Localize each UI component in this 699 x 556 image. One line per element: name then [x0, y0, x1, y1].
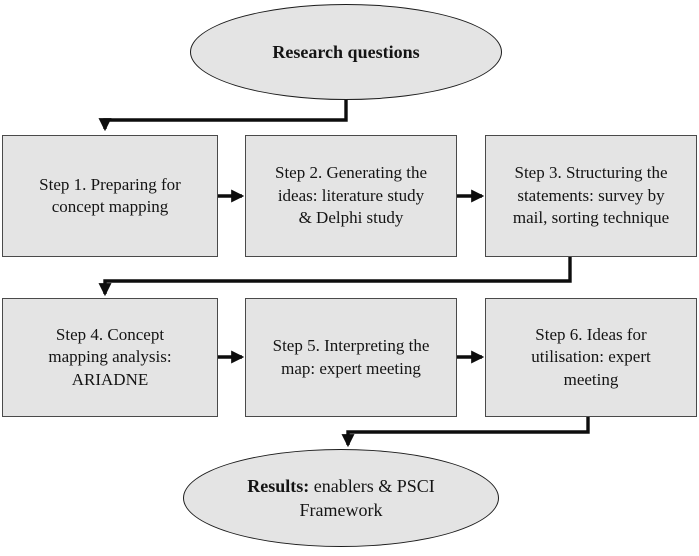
step-1-box: Step 1. Preparing for concept mapping — [2, 135, 218, 257]
step-5-box: Step 5. Interpreting the map: expert mee… — [245, 298, 457, 417]
connector-step3-to-step4 — [98, 256, 572, 297]
connector-step6-to-result — [341, 417, 590, 448]
result-node-label-rest: enablers & PSCI Framework — [299, 475, 435, 520]
step-1-label: Step 1. Preparing for concept mapping — [39, 174, 181, 216]
step-4-box: Step 4. Concept mapping analysis: ARIADN… — [2, 298, 218, 417]
result-node-label-bold: Results: — [247, 475, 310, 496]
result-node-label: Results: enablers & PSCI Framework — [233, 474, 449, 523]
connector-start-to-step1 — [98, 100, 348, 132]
step-5-label: Step 5. Interpreting the map: expert mee… — [272, 336, 430, 378]
step-3-label: Step 3. Structuring the statements: surv… — [512, 163, 670, 228]
step-6-label: Step 6. Ideas for utilisation: expert me… — [531, 324, 651, 389]
result-node-ellipse: Results: enablers & PSCI Framework — [183, 449, 499, 547]
step-2-label: Step 2. Generating the ideas: literature… — [274, 163, 427, 228]
step-2-box: Step 2. Generating the ideas: literature… — [245, 135, 457, 257]
step-6-box: Step 6. Ideas for utilisation: expert me… — [485, 298, 697, 417]
step-3-box: Step 3. Structuring the statements: surv… — [485, 135, 697, 257]
start-node-research-questions: Research questions — [190, 4, 502, 100]
step-4-label: Step 4. Concept mapping analysis: ARIADN… — [48, 324, 172, 389]
start-node-label: Research questions — [272, 41, 420, 62]
